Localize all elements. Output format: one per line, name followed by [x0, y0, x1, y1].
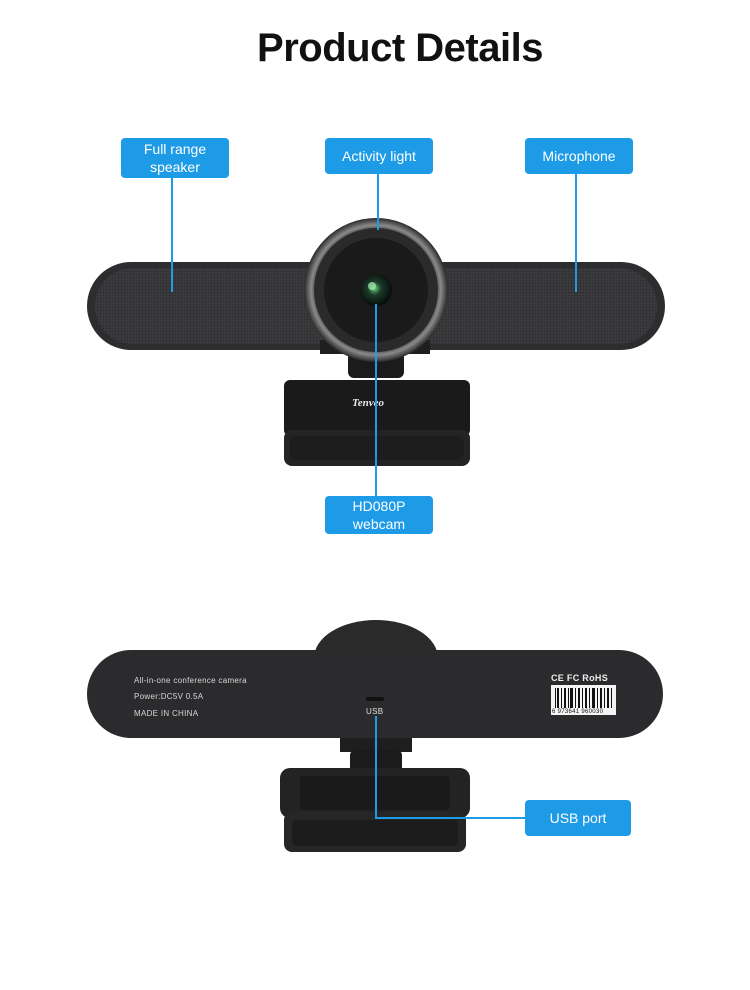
certification-marks: CE FC RoHS — [551, 673, 608, 683]
callout-hd-webcam: HD080P webcam — [325, 496, 433, 534]
back-label-origin: MADE IN CHINA — [134, 709, 199, 718]
leader-line-speaker — [171, 178, 173, 292]
page-title: Product Details — [257, 26, 543, 70]
callout-usb-port: USB port — [525, 800, 631, 836]
leader-line-webcam — [375, 304, 377, 496]
back-label-power: Power:DC5V 0.5A — [134, 692, 204, 701]
leader-line-activity — [377, 174, 379, 230]
leader-line-usb-horizontal — [375, 817, 525, 819]
back-label-product: All-in-one conference camera — [134, 676, 247, 685]
brand-logo: Tenveo — [352, 397, 384, 409]
barcode-number: 6 973641 960030 — [552, 709, 604, 715]
callout-microphone: Microphone — [525, 138, 633, 174]
usb-port-label: USB — [366, 707, 384, 716]
callout-activity-light: Activity light — [325, 138, 433, 174]
leader-line-usb-vertical — [375, 716, 377, 818]
webcam-back-view — [87, 620, 663, 852]
webcam-front-view — [87, 218, 665, 466]
leader-line-microphone — [575, 174, 577, 292]
callout-full-range-speaker: Full range speaker — [121, 138, 229, 178]
